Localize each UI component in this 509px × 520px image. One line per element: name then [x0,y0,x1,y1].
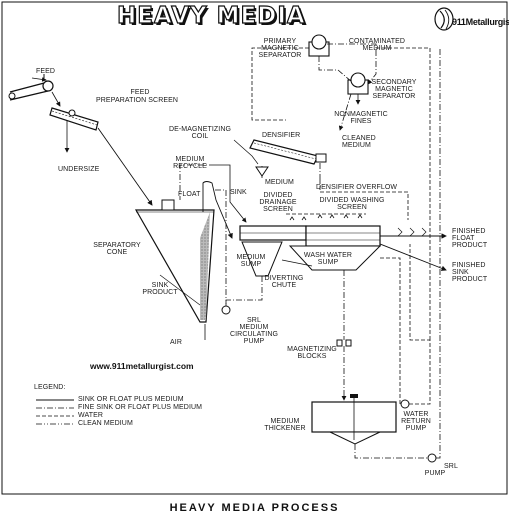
label-medium-sump-2: SUMP [240,261,262,268]
label-primary-2: MAGNETIC [261,45,299,52]
label-secondary-1: SECONDARY [371,79,417,86]
label-thickener-2: THICKENER [264,425,306,432]
label-thickener-1: MEDIUM [270,418,300,425]
label-contaminated-2: MEDIUM [362,45,392,52]
feed-preparation-screen [49,107,99,131]
label-medium-sump-1: MEDIUM [236,254,266,261]
label-nonmag-1: NONMAGNETIC [334,111,388,118]
label-recycle-2: RECYCLE [173,163,207,170]
label-drainage-2: DRAINAGE [259,199,297,206]
label-densifier-overflow: DENSIFIER OVERFLOW [316,184,398,191]
label-recycle-1: MEDIUM [175,156,205,163]
densifier [249,139,327,165]
label-sink-final-3: PRODUCT [452,276,488,283]
srl-medium-pump-icon [221,305,231,315]
primary-magnetic-separator [308,34,330,57]
legend-item-3: CLEAN MEDIUM [78,420,133,427]
label-primary-1: PRIMARY [263,38,297,45]
page-title: HEAVY MEDIA [116,2,306,29]
separatory-cone [134,199,215,323]
label-undersize: UNDERSIZE [58,166,100,173]
label-float-product-1: FINISHED [452,228,486,235]
label-secondary-3: SEPARATOR [372,93,416,100]
label-water-return-2: RETURN [401,418,431,425]
magnetizing-blocks-icon [336,339,352,347]
label-float-product-2: FLOAT [452,235,475,242]
label-drainage-1: DIVIDED [263,192,293,199]
diagram-frame [1,1,508,495]
label-cleaned-2: MEDIUM [342,142,371,149]
label-sink-final-1: FINISHED [452,262,486,269]
label-contaminated-1: CONTAMINATED [348,38,406,45]
legend-title: LEGEND: [34,384,66,391]
label-cleaned-1: CLEANED [342,135,376,142]
label-sink-product-1: SINK [151,282,169,289]
label-cone-1: SEPARATORY [93,242,141,249]
label-srl-pump-1: SRL [247,317,261,324]
logo-name: Metallurgist [465,17,509,27]
spray-nozzles [286,213,366,221]
srl-pump-icon [427,453,437,463]
label-float: FLOAT [178,191,201,198]
label-srl-pump-3: CIRCULATING [229,331,279,338]
label-sink-product-2: PRODUCT [142,289,178,296]
label-densifier: DENSIFIER [262,132,301,139]
legend-item-0: SINK OR FLOAT PLUS MEDIUM [78,396,184,403]
label-secondary-2: MAGNETIC [375,86,413,93]
label-wash-sump-1: WASH WATER [303,252,353,259]
label-wash-sump-2: SUMP [317,259,339,266]
label-demag-1: DE-MAGNETIZING [168,126,232,133]
label-demag-2: COIL [191,133,209,140]
feed-conveyor [8,80,54,101]
label-sink: SINK [230,189,247,196]
diagram-caption: HEAVY MEDIA PROCESS [169,502,340,514]
divided-washing-screen [305,225,381,247]
label-feed: FEED [36,68,56,75]
divided-drainage-screen [239,225,307,241]
label-magnetizing-1: MAGNETIZING [287,346,337,353]
label-magnetizing-2: BLOCKS [297,353,327,360]
label-cone-2: CONE [106,249,128,256]
label-washing-1: DIVIDED WASHING [319,197,385,204]
water-return-pump-icon [400,399,410,409]
website-url: www.911metallurgist.com [90,361,194,371]
label-srl-pump-b-1: SRL [444,463,458,470]
label-srl-pump-b-2: PUMP [424,470,446,477]
label-srl-pump-2: MEDIUM [239,324,269,331]
label-washing-2: SCREEN [337,204,367,211]
label-float-product-3: PRODUCT [452,242,488,249]
demagnetizing-coil-icon [255,166,269,177]
logo-number: 911 [452,17,466,27]
label-air: AIR [170,339,182,346]
label-water-return-3: PUMP [405,425,427,432]
label-primary-3: SEPARATOR [258,52,302,59]
logo-icon [434,7,454,31]
label-diverting-1: DIVERTING [264,275,304,282]
label-nonmag-2: FINES [350,118,372,125]
logo: 911Metallurgist [452,16,509,28]
legend-item-2: WATER [78,412,103,419]
label-diverting-2: CHUTE [271,282,297,289]
label-water-return-1: WATER [403,411,429,418]
label-srl-pump-4: PUMP [243,338,265,345]
label-drainage-3: SCREEN [263,206,293,213]
medium-thickener [311,394,397,445]
label-sink-final-2: SINK [452,269,469,276]
wash-water-sump [288,245,382,271]
medium-sump [241,241,283,277]
label-medium: MEDIUM [265,179,294,186]
label-feed-prep-2: PREPARATION SCREEN [96,97,179,104]
legend-item-1: FINE SINK OR FLOAT PLUS MEDIUM [78,404,203,411]
label-feed-prep-1: FEED [130,89,150,96]
legend-lines [36,399,74,425]
